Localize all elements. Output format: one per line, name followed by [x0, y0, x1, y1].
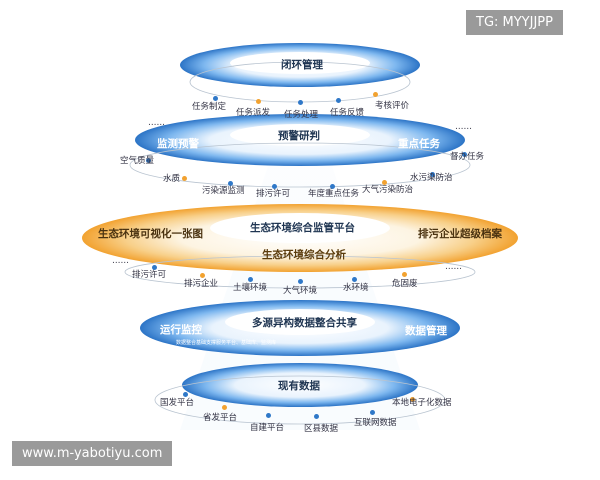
- tier5-item: 省发平台: [203, 413, 238, 423]
- tier3-item: 土壤环境: [233, 283, 268, 293]
- node-dot: [430, 172, 435, 177]
- node-dot: [336, 98, 341, 103]
- tier2-item: 污染源监测: [202, 186, 245, 196]
- tier1-item: 任务派发: [236, 108, 271, 118]
- tier2-orbit: [129, 142, 471, 188]
- tier1-item: 任务制定: [192, 102, 227, 112]
- tier2-right-title: 重点任务: [398, 138, 440, 150]
- tier2-inner: [230, 124, 370, 146]
- tier2-item: 空气质量: [120, 156, 155, 166]
- tier3-left-title: 生态环境可视化一张图: [98, 228, 203, 240]
- tier2-ellipsis-right: ……: [455, 122, 472, 132]
- tier2-ellipsis-left: ……: [148, 118, 165, 128]
- tier4-note: 数据整合基础支撑服务平台、基础库、监测库: [176, 340, 277, 346]
- tier3-sub-title: 生态环境综合分析: [262, 249, 346, 261]
- node-dot: [410, 397, 415, 402]
- watermark-top: TG: MYYJJPP: [466, 10, 563, 35]
- node-dot: [373, 92, 378, 97]
- node-dot: [256, 99, 261, 104]
- node-dot: [330, 184, 335, 189]
- tier2-item: 大气污染防治: [362, 185, 414, 195]
- node-dot: [462, 152, 467, 157]
- tier1-title: 闭环管理: [281, 59, 323, 71]
- tier5-item: 本地电子化数据: [392, 398, 452, 408]
- tier3-right-title: 排污企业超级档案: [418, 228, 502, 240]
- node-dot: [183, 392, 188, 397]
- tier4-right-title: 数据管理: [405, 325, 447, 337]
- tier2-item: 督办任务: [450, 152, 485, 162]
- node-dot: [266, 413, 271, 418]
- tier4-left-title: 运行监控: [160, 324, 202, 336]
- node-dot: [370, 410, 375, 415]
- tier3-ellipsis-right: ……: [445, 262, 462, 272]
- watermark-bottom: www.m-yabotiyu.com: [12, 441, 173, 466]
- node-dot: [146, 158, 151, 163]
- node-dot: [402, 272, 407, 277]
- tier3-orbit: [124, 255, 476, 289]
- tier3-center-title: 生态环境综合监管平台: [250, 222, 355, 234]
- node-dot: [298, 100, 303, 105]
- node-dot: [352, 277, 357, 282]
- node-dot: [228, 181, 233, 186]
- tier3-ellipsis-left: ……: [112, 256, 129, 266]
- node-dot: [298, 279, 303, 284]
- tier5-item: 区县数据: [304, 424, 339, 434]
- tier3-item: 排污许可: [132, 270, 167, 280]
- tier3-inner: [210, 213, 390, 243]
- node-dot: [213, 96, 218, 101]
- tier3-item: 水环境: [343, 283, 369, 293]
- tier4-center-title: 多源异构数据整合共享: [252, 317, 357, 329]
- tier5-center-title: 现有数据: [278, 380, 320, 392]
- tier5-orbit: [154, 375, 446, 425]
- node-dot: [272, 184, 277, 189]
- node-dot: [382, 180, 387, 185]
- node-dot: [152, 265, 157, 270]
- node-dot: [248, 277, 253, 282]
- tier2-item: 水质: [163, 174, 181, 184]
- tier3-item: 危固废: [392, 279, 418, 289]
- tier5-item: 国发平台: [160, 398, 195, 408]
- tier1-item: 任务处理: [284, 110, 319, 120]
- tier2-item: 年度重点任务: [308, 189, 360, 199]
- node-dot: [200, 273, 205, 278]
- tier1-item: 任务反馈: [330, 108, 365, 118]
- tier5-item: 自建平台: [250, 423, 285, 433]
- tier2-left-title: 监测预警: [157, 138, 199, 150]
- tier2-center-title: 预警研判: [278, 130, 320, 142]
- node-dot: [314, 414, 319, 419]
- tier3-item: 排污企业: [184, 279, 219, 289]
- tier1-item: 考核评价: [375, 101, 410, 111]
- tier1-inner: [230, 52, 370, 74]
- tier5-ring: [182, 363, 418, 407]
- tier2-item: 水污染防治: [410, 173, 453, 183]
- node-dot: [182, 176, 187, 181]
- tier2-item: 排污许可: [256, 189, 291, 199]
- tier5-item: 互联网数据: [354, 418, 397, 428]
- tier3-item: 大气环境: [283, 286, 318, 296]
- tier4-inner: [225, 309, 375, 335]
- node-dot: [222, 405, 227, 410]
